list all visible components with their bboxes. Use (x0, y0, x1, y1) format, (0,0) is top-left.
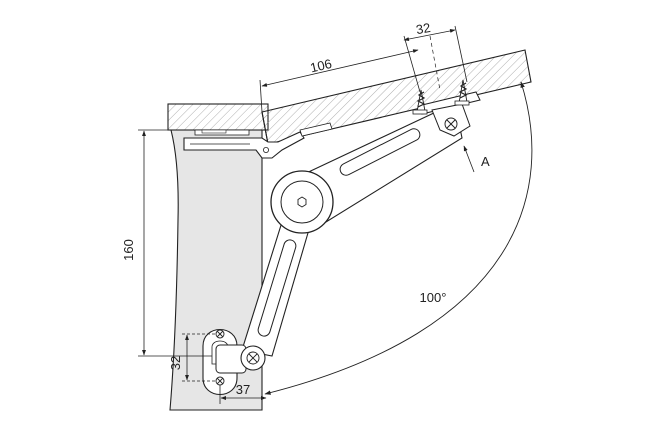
label-base-offset: 37 (236, 382, 250, 397)
label-opening-angle: 100° (420, 290, 447, 305)
label-screw-spacing-top: 32 (415, 20, 432, 37)
bottom-screw-lower-icon (215, 376, 225, 386)
lower-pivot (240, 345, 266, 371)
opening-angle-arc: 100° (264, 81, 533, 395)
dimension-height-160: 160 (121, 129, 212, 357)
lower-pivot-screw-icon (248, 353, 258, 363)
label-screw-spacing-bottom: 32 (168, 356, 183, 370)
rotary-hub (270, 170, 334, 234)
label-flap-length: 106 (309, 56, 334, 75)
dimension-base-37: 37 (219, 382, 267, 404)
cabinet-top-panel (167, 103, 269, 131)
dimension-flap-106: 106 (259, 49, 419, 113)
label-vertical-height: 160 (121, 239, 136, 261)
bottom-mounting-plate (202, 329, 247, 395)
view-marker-a: A (463, 145, 490, 173)
dimension-bottom-32: 32 (168, 333, 216, 382)
label-view-marker: A (481, 154, 490, 169)
top-recess-plate (194, 129, 250, 136)
bottom-screw-upper-icon (215, 329, 225, 339)
